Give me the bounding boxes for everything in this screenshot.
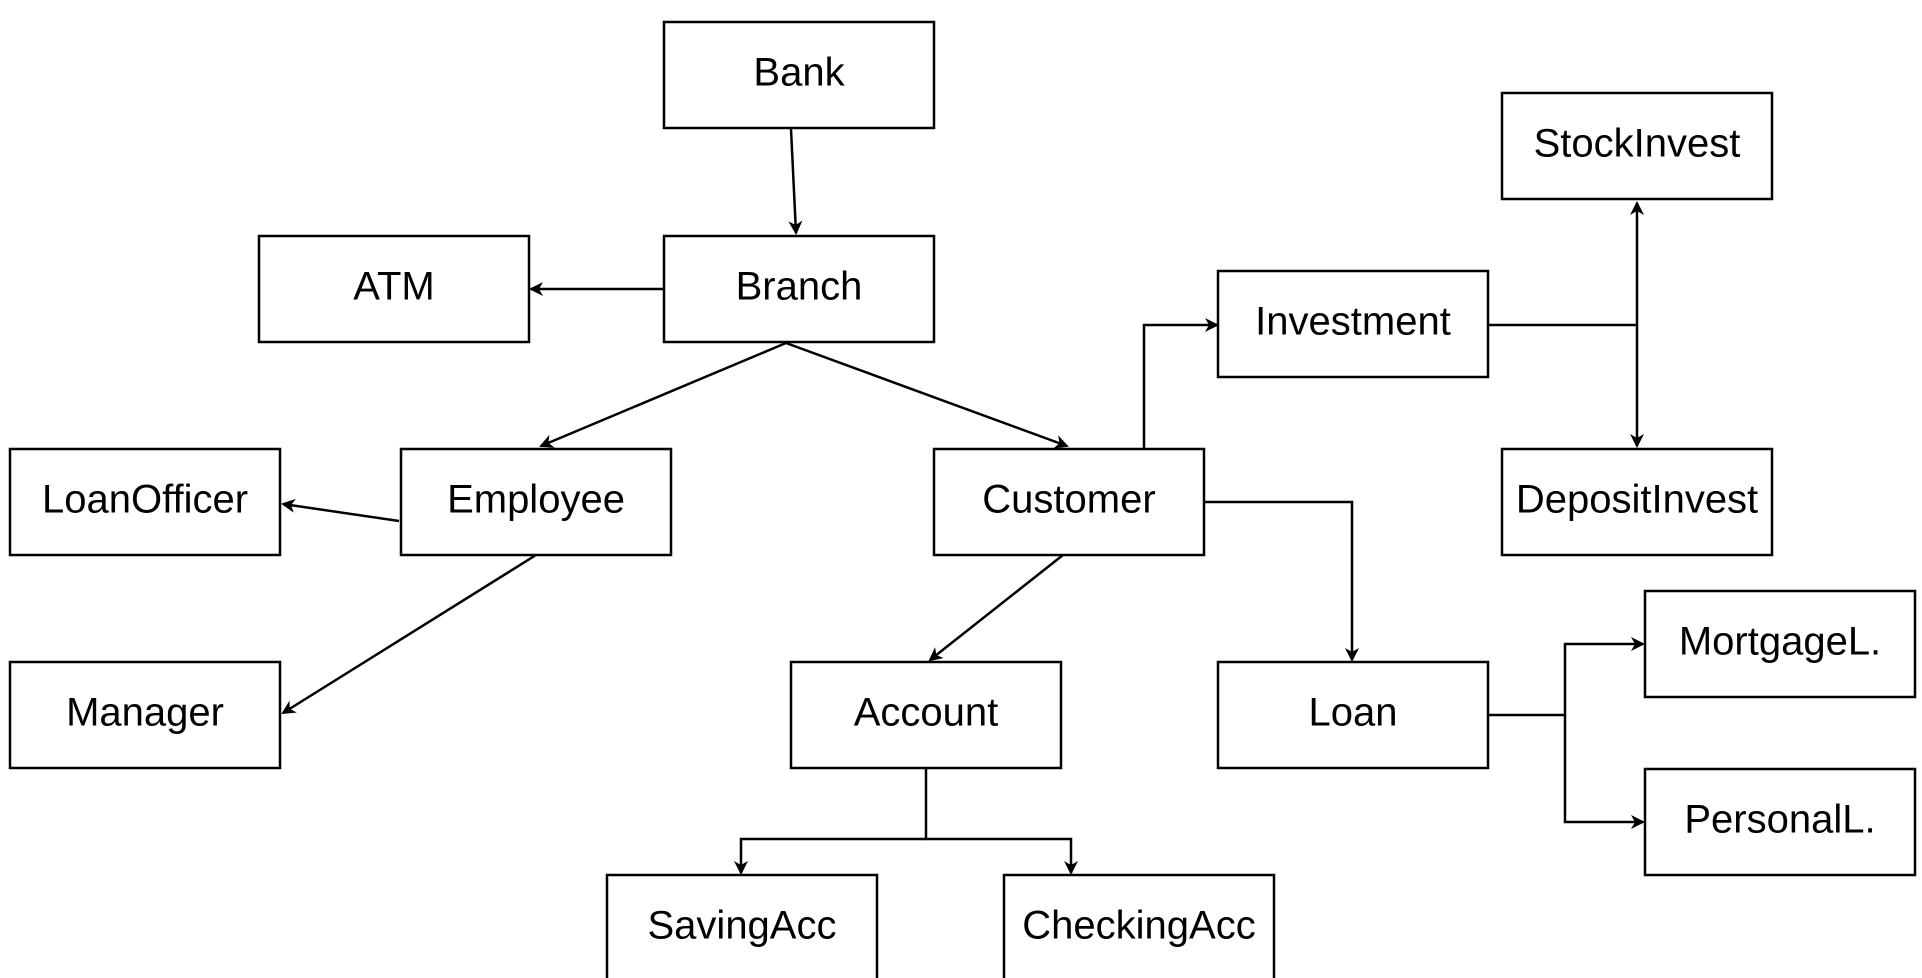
node-stockinvest: StockInvest: [1500, 91, 1774, 201]
edge-loan-mortgagel: [1488, 637, 1645, 717]
node-bank: Bank: [662, 20, 936, 130]
edge-loan-personall: [1563, 715, 1645, 829]
edges: [281, 128, 1645, 875]
edge-customer-investment: [1142, 318, 1219, 448]
node-branch: Branch: [662, 234, 936, 344]
node-label-savingacc: SavingAcc: [648, 904, 837, 948]
node-manager: Manager: [8, 660, 282, 770]
node-savingacc: SavingAcc: [605, 873, 879, 978]
node-label-atm: ATM: [353, 265, 434, 309]
node-depositinvest: DepositInvest: [1500, 447, 1774, 557]
edge-customer-loan: [1204, 500, 1359, 662]
node-label-stockinvest: StockInvest: [1534, 122, 1741, 166]
edge-branch-employee: [539, 341, 787, 448]
node-label-depositinvest: DepositInvest: [1516, 478, 1758, 522]
node-personall: PersonalL.: [1643, 767, 1917, 877]
node-investment: Investment: [1216, 269, 1490, 379]
node-label-loanofficer: LoanOfficer: [42, 478, 248, 522]
edge-account-savingacc: [734, 769, 928, 875]
edge-employee-loanofficer: [281, 498, 400, 523]
node-atm: ATM: [257, 234, 531, 344]
edge-bank-branch: [788, 128, 803, 235]
edge-account-checkingacc: [926, 837, 1078, 875]
node-loan: Loan: [1216, 660, 1490, 770]
nodes: Bank Branch ATM Employee Customer LoanOf…: [8, 20, 1917, 978]
node-label-personall: PersonalL.: [1684, 798, 1875, 842]
node-account: Account: [789, 660, 1063, 770]
node-label-customer: Customer: [982, 478, 1155, 522]
node-label-account: Account: [854, 691, 999, 735]
node-label-checkingacc: CheckingAcc: [1022, 904, 1255, 948]
node-employee: Employee: [399, 447, 673, 557]
node-loanofficer: LoanOfficer: [8, 447, 282, 557]
node-label-bank: Bank: [753, 51, 845, 95]
node-label-investment: Investment: [1255, 300, 1451, 344]
edge-investment-stockinvest: [1488, 201, 1644, 327]
node-label-branch: Branch: [736, 265, 863, 309]
edge-employee-manager: [281, 553, 537, 715]
node-checkingacc: CheckingAcc: [1002, 873, 1276, 978]
node-label-mortgagel: MortgageL.: [1679, 620, 1881, 664]
node-label-employee: Employee: [447, 478, 625, 522]
node-label-manager: Manager: [66, 691, 224, 735]
node-label-loan: Loan: [1309, 691, 1398, 735]
node-mortgagel: MortgageL.: [1643, 589, 1917, 699]
node-customer: Customer: [932, 447, 1206, 557]
edge-customer-account: [928, 554, 1064, 662]
edge-branch-customer: [785, 341, 1069, 449]
